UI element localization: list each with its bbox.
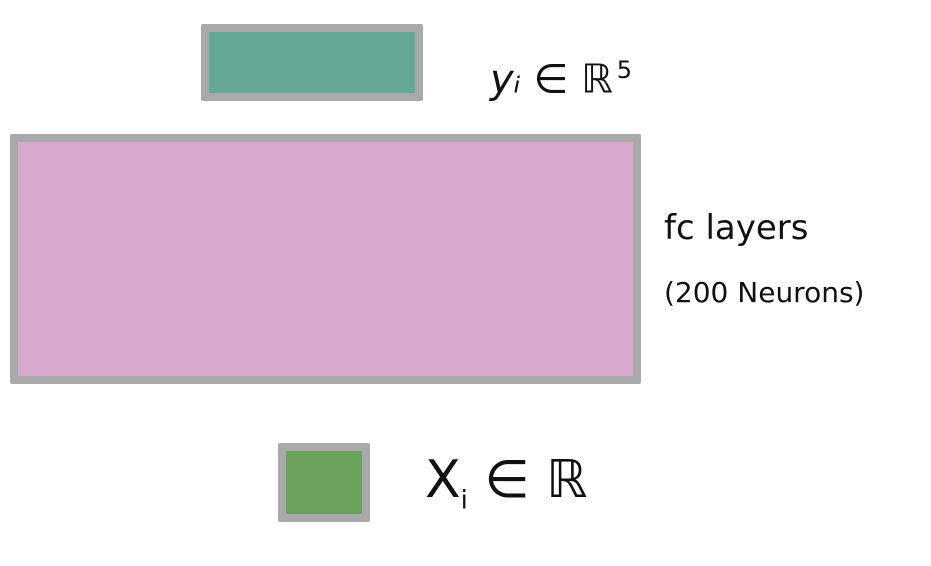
hidden-layer-box bbox=[10, 134, 641, 384]
input-label-subscript: i bbox=[460, 485, 468, 516]
hidden-layer-label: fc layers bbox=[664, 208, 809, 248]
input-label-set: ∈ ℝ bbox=[467, 450, 588, 510]
input-label-variable: X bbox=[425, 450, 461, 510]
hidden-layer-neuron-count: (200 Neurons) bbox=[664, 276, 865, 309]
output-label-exponent: 5 bbox=[616, 56, 633, 84]
input-layer-label: Xi ∈ ℝ bbox=[425, 450, 587, 515]
output-layer-box bbox=[201, 24, 423, 101]
output-label-text: yᵢ ∈ ℝ bbox=[490, 56, 613, 103]
input-layer-box bbox=[278, 443, 370, 522]
